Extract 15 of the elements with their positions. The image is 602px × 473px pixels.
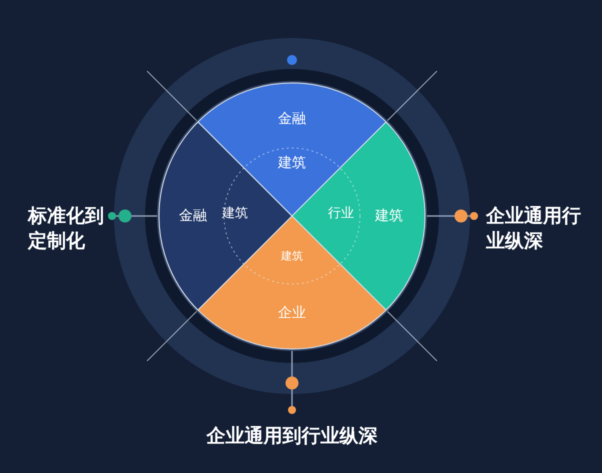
- pie-chart: [159, 83, 425, 349]
- callout-text: 企业通用到行业纵深: [200, 424, 384, 449]
- segment-label: 建筑: [222, 204, 248, 222]
- segment-label: 建筑: [278, 154, 306, 172]
- segment-label: 金融: [179, 206, 207, 225]
- segment-label: 企业: [278, 304, 306, 322]
- segment-label: 行业: [328, 204, 354, 222]
- leader-line: [425, 210, 478, 222]
- segment-label: 金融: [278, 110, 306, 128]
- leader-line: [286, 349, 298, 414]
- callout-text: 企业通用行业纵深: [486, 204, 590, 254]
- segment-label: 建筑: [375, 206, 403, 225]
- leader-line: [108, 210, 159, 222]
- segment-label: 建筑: [280, 248, 303, 264]
- callout-text: 标准化到定制化: [28, 204, 106, 254]
